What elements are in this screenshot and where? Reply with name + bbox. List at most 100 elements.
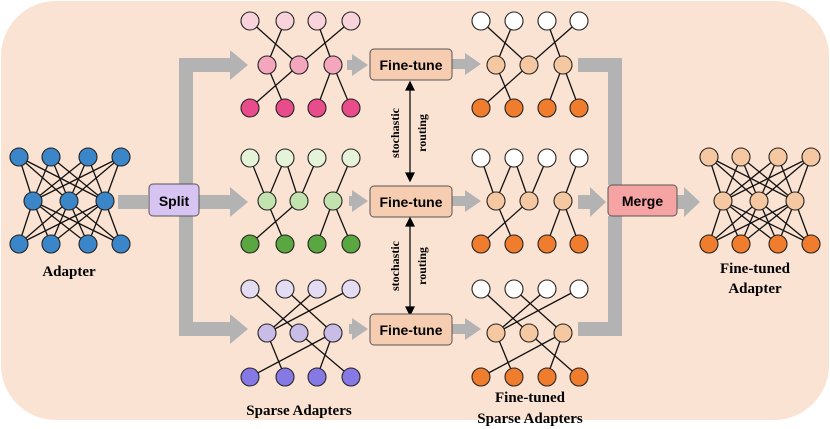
connection	[722, 156, 779, 202]
neuron	[486, 191, 506, 211]
neuron	[504, 148, 524, 168]
neuron	[553, 55, 573, 75]
neuron	[240, 11, 260, 31]
connection	[249, 332, 334, 378]
neuron	[78, 147, 98, 167]
neuron	[504, 367, 524, 387]
connection	[708, 200, 796, 245]
connection	[32, 156, 89, 202]
connection	[480, 288, 530, 334]
connection	[68, 156, 122, 202]
neuron	[801, 147, 821, 167]
neuron	[768, 147, 788, 167]
neuron	[240, 98, 260, 118]
merge-box: Merge	[607, 184, 678, 217]
routing-label-upper: stochastic	[388, 107, 402, 158]
neuron	[519, 323, 539, 343]
neuron	[471, 148, 491, 168]
neuron	[59, 191, 79, 211]
connection	[722, 156, 812, 202]
neuron	[731, 147, 751, 167]
connection	[266, 288, 352, 334]
neuron	[341, 11, 361, 31]
adapter-network	[9, 147, 131, 254]
neuron	[341, 148, 361, 168]
neuron	[111, 234, 131, 254]
neuron	[78, 234, 98, 254]
neuron	[471, 367, 491, 387]
finetuned-sparse-label-2: Sparse Adapters	[477, 411, 583, 427]
neuron	[504, 11, 524, 31]
neuron	[323, 55, 343, 75]
finetune-box-bottom: Fine-tune	[369, 313, 453, 346]
neuron	[240, 234, 260, 254]
finetuned-sparse-label-1: Fine-tuned	[495, 390, 566, 406]
neuron	[307, 11, 327, 31]
connection	[495, 288, 580, 334]
neuron	[471, 11, 491, 31]
finetuned-adapter-label-1: Fine-tuned	[720, 261, 791, 277]
neuron	[713, 191, 733, 211]
arrow-bottom-to-merge	[578, 216, 622, 336]
neuron	[504, 234, 524, 254]
neuron	[749, 191, 769, 211]
connection	[50, 200, 106, 245]
neuron	[471, 234, 491, 254]
neuron	[341, 367, 361, 387]
finetuned-adapter-label-2: Adapter	[728, 281, 782, 297]
neuron	[307, 367, 327, 387]
connection	[758, 156, 812, 202]
finetune-label-middle: Fine-tune	[380, 194, 443, 210]
connection	[32, 156, 122, 202]
neuron	[240, 148, 260, 168]
neuron	[275, 11, 295, 31]
neuron	[486, 55, 506, 75]
neuron	[785, 191, 805, 211]
neuron	[537, 234, 557, 254]
connection	[18, 200, 106, 245]
arrow-split-to-middle	[199, 187, 248, 217]
sparse-adapter-top	[240, 11, 361, 118]
neuron	[257, 191, 277, 211]
routing-line1: stochastic	[388, 107, 402, 158]
connection	[480, 200, 530, 245]
connection	[249, 64, 300, 109]
connection	[249, 200, 300, 245]
neuron	[537, 367, 557, 387]
neuron	[569, 11, 589, 31]
neuron	[111, 147, 131, 167]
finetune-box-middle: Fine-tune	[369, 185, 453, 218]
neuron	[699, 147, 719, 167]
neuron	[275, 98, 295, 118]
networks	[9, 11, 821, 387]
neuron	[341, 98, 361, 118]
connection	[758, 200, 812, 245]
arrow-merge-to-output	[677, 187, 700, 217]
finetune-box-top: Fine-tune	[369, 48, 453, 81]
merge-label: Merge	[622, 193, 663, 209]
tuned-sparse-top	[471, 11, 589, 118]
neuron	[307, 148, 327, 168]
neuron	[275, 234, 295, 254]
connection	[740, 200, 796, 245]
neuron	[307, 234, 327, 254]
arrow-split-to-top	[179, 50, 248, 188]
neuron	[257, 323, 277, 343]
sparse-adapters-label: Sparse Adapters	[246, 403, 352, 419]
neuron	[341, 234, 361, 254]
connection	[480, 64, 530, 109]
finetune-label-top: Fine-tune	[380, 57, 443, 73]
sparse-adapter-middle	[240, 148, 361, 254]
sparse-adapter-bottom	[240, 279, 361, 387]
connection	[528, 332, 580, 378]
neuron	[240, 279, 260, 299]
neuron	[240, 367, 260, 387]
connection	[18, 156, 106, 202]
neuron	[307, 279, 327, 299]
neuron	[537, 148, 557, 168]
connection	[18, 200, 70, 245]
connection	[495, 288, 548, 334]
neuron	[23, 191, 43, 211]
neuron	[569, 234, 589, 254]
neuron	[699, 234, 719, 254]
